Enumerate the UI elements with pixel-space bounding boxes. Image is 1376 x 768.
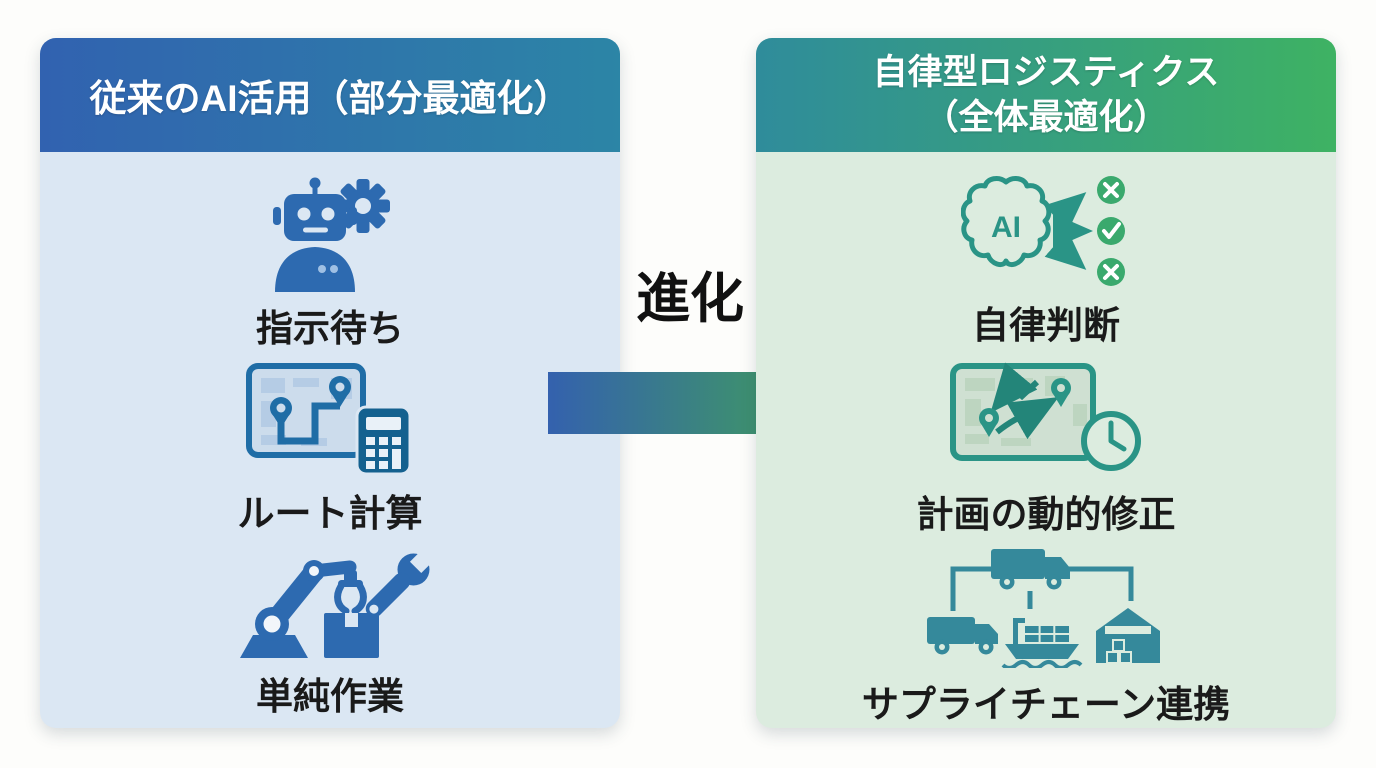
supply-chain-network-icon	[901, 541, 1191, 668]
traditional-ai-panel: 従来のAI活用（部分最適化）	[40, 38, 620, 728]
item-route-calculation: ルート計算	[40, 362, 620, 537]
autonomous-logistics-panel: 自律型ロジスティクス （全体最適化） AI	[756, 38, 1336, 728]
ai-brain-icon: AI	[961, 176, 1052, 268]
autonomous-logistics-panel-header: 自律型ロジスティクス （全体最適化）	[756, 38, 1336, 152]
warehouse-icon	[1096, 608, 1160, 664]
cargo-ship-icon	[1001, 618, 1083, 668]
item-label: 指示待ち	[256, 308, 404, 349]
truck-icon	[927, 617, 998, 655]
fail-x-icon	[1097, 258, 1125, 286]
route-map-icon	[246, 363, 366, 458]
item-label: 単純作業	[256, 676, 404, 717]
ai-brain-decision-icon: AI	[961, 174, 1131, 289]
item-autonomous-judgment: AI	[756, 174, 1336, 349]
item-dynamic-plan-correction: 計画の動的修正	[756, 362, 1336, 538]
robot-arm-wrench-icon	[222, 546, 438, 660]
item-label: ルート計算	[237, 493, 423, 534]
autonomous-logistics-panel-title-line2: （全体最適化）	[923, 98, 1169, 137]
autonomous-logistics-panel-title-line1: 自律型ロジスティクス	[872, 53, 1220, 92]
traditional-ai-panel-header: 従来のAI活用（部分最適化）	[40, 38, 620, 152]
robot-arm-icon	[240, 560, 379, 658]
item-simple-tasks: 単純作業	[40, 546, 620, 720]
item-label: 計画の動的修正	[916, 494, 1176, 535]
map-route-calculator-icon	[245, 362, 415, 477]
evolution-label: 進化	[636, 269, 744, 329]
robot-icon	[273, 177, 357, 292]
item-supply-chain-coordination: サプライチェーン連携	[756, 541, 1336, 728]
dynamic-map-icon	[949, 362, 1096, 461]
calculator-icon	[355, 405, 412, 476]
truck-icon	[991, 549, 1070, 590]
traditional-ai-panel-title: 従来のAI活用（部分最適化）	[89, 78, 571, 119]
decision-arrows-icon	[1044, 192, 1093, 270]
item-label: サプライチェーン連携	[861, 684, 1231, 725]
clock-icon	[1080, 411, 1141, 471]
fail-x-icon	[1097, 176, 1125, 204]
item-waiting-for-instructions: 指示待ち	[40, 174, 620, 352]
success-check-icon	[1097, 217, 1125, 245]
item-label: 自律判断	[972, 305, 1120, 346]
map-dynamic-route-clock-icon	[949, 362, 1144, 478]
robot-gear-icon	[260, 174, 400, 292]
ai-label: AI	[991, 211, 1021, 244]
wrench-icon	[365, 546, 437, 618]
network-link-lines	[950, 566, 1134, 611]
